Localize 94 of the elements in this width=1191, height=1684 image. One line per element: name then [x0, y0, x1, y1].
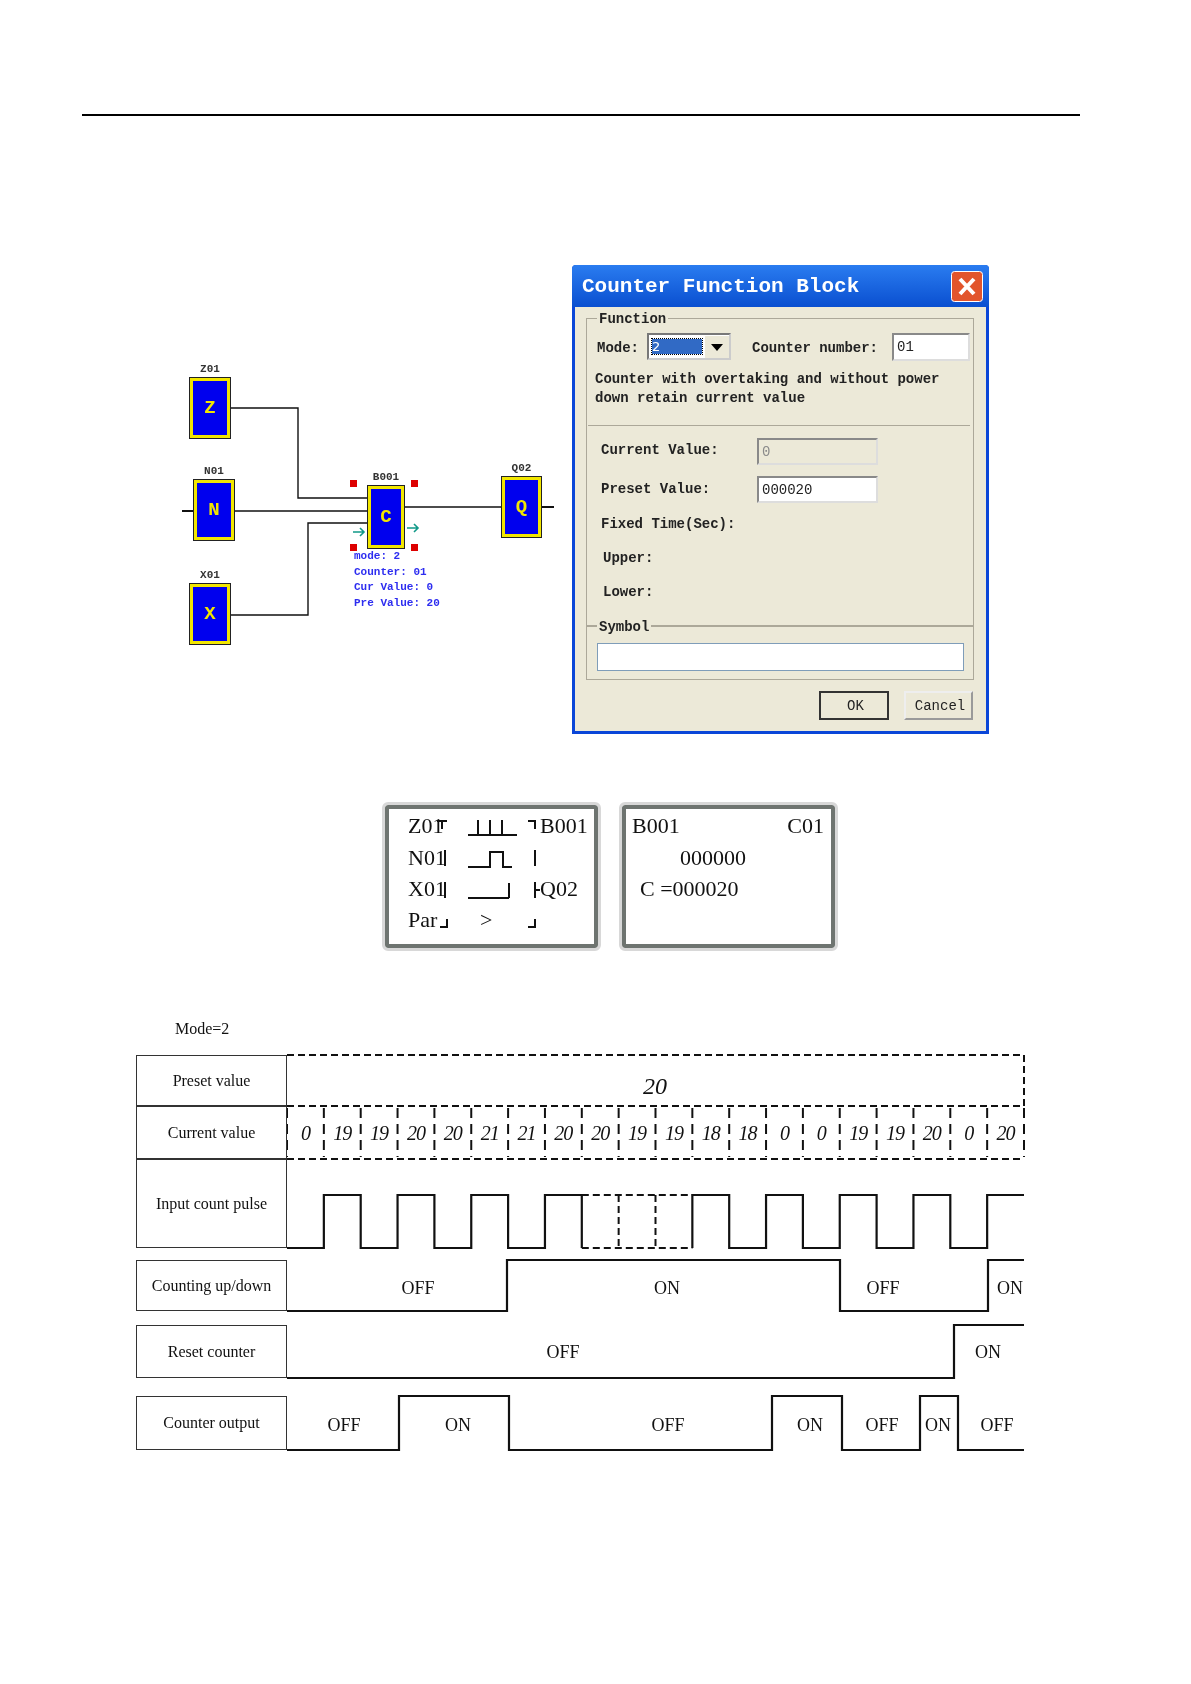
- value-text: 20: [405, 1123, 427, 1143]
- value-text: 21: [516, 1123, 537, 1143]
- input-field: 000020: [757, 476, 878, 503]
- state-text: ON: [996, 1279, 1024, 1297]
- field-label: Lower:: [603, 585, 654, 599]
- block-letter: X: [204, 603, 216, 625]
- field-label: Current Value:: [601, 443, 719, 457]
- parameter-text: Pre Value: 20: [354, 597, 440, 609]
- value-text: 19: [332, 1123, 353, 1143]
- value-text: 0: [963, 1123, 975, 1143]
- state-text: ON: [653, 1279, 681, 1297]
- field-label: Fixed Time(Sec):: [601, 517, 736, 531]
- block-letter: Q: [515, 496, 528, 518]
- cancel-button: Cancel: [904, 691, 973, 720]
- value-text: 0: [778, 1123, 791, 1143]
- input-field: 01: [892, 333, 970, 361]
- lcd-text: Par: [408, 909, 438, 931]
- connector-line: [229, 407, 369, 499]
- row-header: Counting up/down: [136, 1260, 287, 1311]
- value-text: 19: [627, 1123, 648, 1143]
- value-text: 19: [663, 1123, 685, 1143]
- state-text: ON: [974, 1343, 1002, 1361]
- value-text: 19: [848, 1123, 869, 1143]
- lcd-text: X01: [408, 878, 446, 900]
- lcd-text: B001: [632, 815, 680, 837]
- lcd-text: Z01: [408, 815, 444, 837]
- row-header: Current value: [136, 1106, 287, 1159]
- state-text: OFF: [326, 1416, 362, 1434]
- input-field: 0: [757, 438, 878, 465]
- value-text: 20: [995, 1123, 1017, 1143]
- lcd-text: >: [480, 909, 493, 931]
- block-label: Z01: [199, 364, 221, 375]
- function-block: [194, 480, 234, 540]
- value-text: 20: [921, 1123, 943, 1143]
- state-text: OFF: [979, 1416, 1015, 1434]
- row-header: Counter output: [136, 1396, 287, 1450]
- connector-line: [403, 506, 503, 508]
- state-text: OFF: [400, 1279, 436, 1297]
- field-label: Upper:: [603, 551, 654, 565]
- connector-line: [233, 510, 369, 512]
- value-text: 18: [700, 1123, 722, 1143]
- value-text: 19: [369, 1123, 390, 1143]
- state-text: OFF: [865, 1279, 901, 1297]
- field-label: Preset Value:: [601, 482, 711, 496]
- value-text: 0: [815, 1123, 828, 1143]
- field-label: Counter number:: [752, 341, 879, 355]
- parameter-text: Cur Value: 0: [354, 582, 434, 593]
- state-text: OFF: [864, 1416, 900, 1434]
- state-text: OFF: [545, 1343, 581, 1361]
- value-text: 18: [737, 1123, 759, 1143]
- field-label: Mode:: [597, 341, 639, 355]
- block-label: N01: [203, 466, 225, 477]
- function-block: [368, 486, 404, 548]
- lcd-text: C =000020: [640, 878, 739, 900]
- value-text: 0: [299, 1123, 312, 1143]
- value-text: 20: [642, 1074, 668, 1098]
- lcd-text: C01: [786, 815, 824, 837]
- ok-button: OK: [819, 691, 889, 720]
- state-text: ON: [796, 1416, 824, 1434]
- lcd-text: Q02: [540, 878, 578, 900]
- connector-line: [229, 522, 369, 616]
- parameter-text: Counter: 01: [354, 566, 427, 578]
- group-label: Function: [597, 312, 669, 326]
- lcd-text: 000000: [680, 847, 746, 869]
- value-text: 20: [553, 1123, 574, 1143]
- mode-label: Mode=2: [175, 1021, 230, 1037]
- function-block: [190, 378, 230, 438]
- state-text: ON: [924, 1416, 952, 1434]
- dropdown: 2: [647, 333, 731, 360]
- row-header: Reset counter: [136, 1325, 287, 1378]
- parameter-text: mode: 2: [354, 551, 401, 562]
- value-text: 20: [590, 1123, 611, 1143]
- value-text: 19: [885, 1123, 906, 1143]
- row-header: Input count pulse: [136, 1159, 287, 1248]
- block-label: B001: [371, 472, 401, 483]
- lcd-screen: [385, 805, 598, 948]
- block-label: Q02: [510, 463, 533, 474]
- block-letter: C: [380, 506, 392, 528]
- function-block: [502, 477, 541, 537]
- lcd-text: B001: [540, 815, 588, 837]
- value-text: 20: [442, 1123, 464, 1143]
- state-text: OFF: [650, 1416, 686, 1434]
- function-block: [190, 584, 230, 644]
- value-text: 21: [479, 1123, 500, 1143]
- block-letter: N: [208, 499, 220, 521]
- dialog-title: Counter Function Block: [582, 276, 860, 297]
- block-label: X01: [199, 570, 221, 581]
- state-text: ON: [444, 1416, 472, 1434]
- row-header: Preset value: [136, 1055, 287, 1106]
- lcd-screen: [622, 805, 835, 948]
- block-letter: Z: [204, 397, 216, 419]
- description-text: Counter with overtaking and without power down retain current value: [595, 370, 941, 408]
- lcd-text: N01: [408, 847, 446, 869]
- group-label: Symbol: [597, 620, 652, 634]
